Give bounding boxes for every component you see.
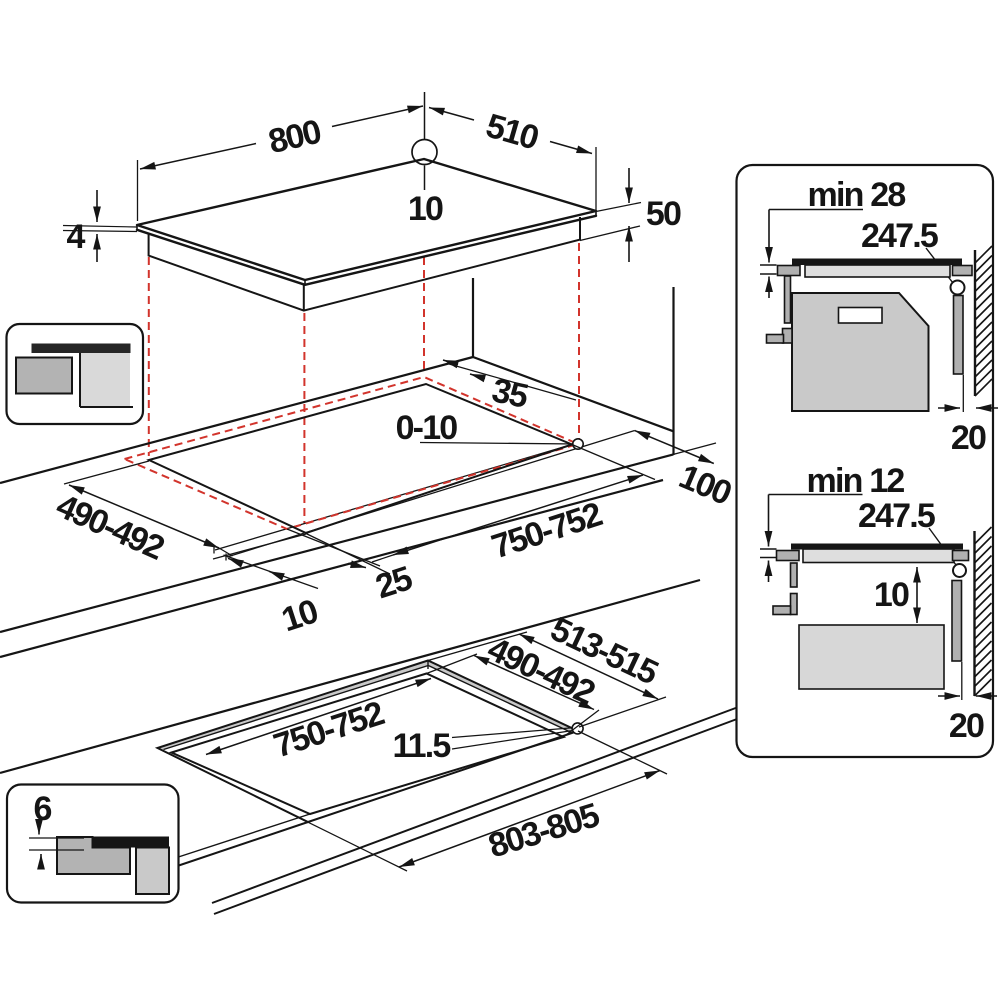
svg-text:4: 4 (66, 218, 85, 256)
svg-text:20: 20 (949, 707, 984, 745)
svg-text:247.5: 247.5 (858, 497, 935, 535)
svg-text:min 12: min 12 (807, 462, 905, 500)
svg-text:min 28: min 28 (808, 176, 906, 214)
svg-text:11.5: 11.5 (392, 727, 450, 765)
svg-text:6: 6 (33, 790, 51, 828)
svg-text:10: 10 (874, 576, 909, 614)
svg-text:20: 20 (951, 419, 986, 457)
svg-text:0-10: 0-10 (396, 409, 458, 447)
svg-text:10: 10 (408, 190, 443, 228)
svg-text:50: 50 (646, 195, 681, 233)
